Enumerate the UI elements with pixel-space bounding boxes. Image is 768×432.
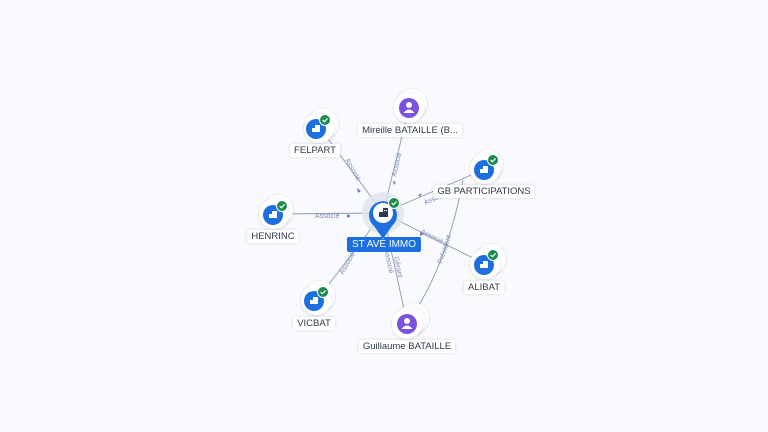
node-label-henrinc[interactable]: HENRINC: [247, 230, 299, 243]
building-icon: [312, 125, 320, 132]
node-label-alibat[interactable]: ALIBAT: [463, 281, 505, 294]
verified-check-icon: [276, 200, 288, 212]
node-label-guillaume[interactable]: Guillaume BATAILLE: [358, 340, 456, 353]
node-label-felpart[interactable]: FELPART: [290, 144, 340, 157]
node-mireille[interactable]: [394, 89, 427, 123]
node-label-mireille[interactable]: Mireille BATAILLE (B...: [358, 124, 462, 137]
building-icon: [480, 166, 488, 173]
center-node[interactable]: [362, 192, 404, 239]
node-gbpart[interactable]: [470, 150, 503, 184]
edge-arrows: [347, 181, 424, 236]
edge-label-guillaume: Gérant Associé: [382, 247, 403, 282]
edge-label-felpart: Associé: [343, 158, 361, 183]
node-alibat[interactable]: [470, 244, 506, 279]
verified-check-icon: [487, 154, 499, 166]
person-icon: [401, 318, 413, 329]
verified-check-icon: [388, 197, 400, 209]
edge-label-mireille: Associé: [391, 152, 403, 178]
edge-label-alibat: Associé: [419, 229, 444, 246]
building-icon: [269, 211, 277, 218]
building-icon: [310, 297, 318, 304]
verified-check-icon: [487, 249, 499, 261]
node-vicbat[interactable]: [301, 281, 335, 315]
building-icon: [480, 261, 488, 268]
edge-label-guillaume-line1: Gérant: [392, 256, 403, 278]
building-icon: [379, 208, 388, 217]
node-henrinc[interactable]: [259, 195, 293, 229]
edge-label-henrinc: Associé: [315, 213, 340, 220]
edge-label-guillaume-line2: Associé: [382, 249, 394, 275]
node-label-gbpart[interactable]: GB PARTICIPATIONS: [433, 185, 535, 198]
verified-check-icon: [317, 286, 329, 298]
node-guillaume[interactable]: [392, 303, 429, 339]
center-node-label[interactable]: ST AVÉ IMMO: [346, 237, 422, 252]
node-label-vicbat[interactable]: VICBAT: [293, 317, 335, 330]
person-icon: [403, 102, 415, 113]
node-felpart[interactable]: [304, 109, 338, 143]
edge-label-vicbat: Associé: [339, 251, 357, 276]
verified-check-icon: [319, 114, 331, 126]
